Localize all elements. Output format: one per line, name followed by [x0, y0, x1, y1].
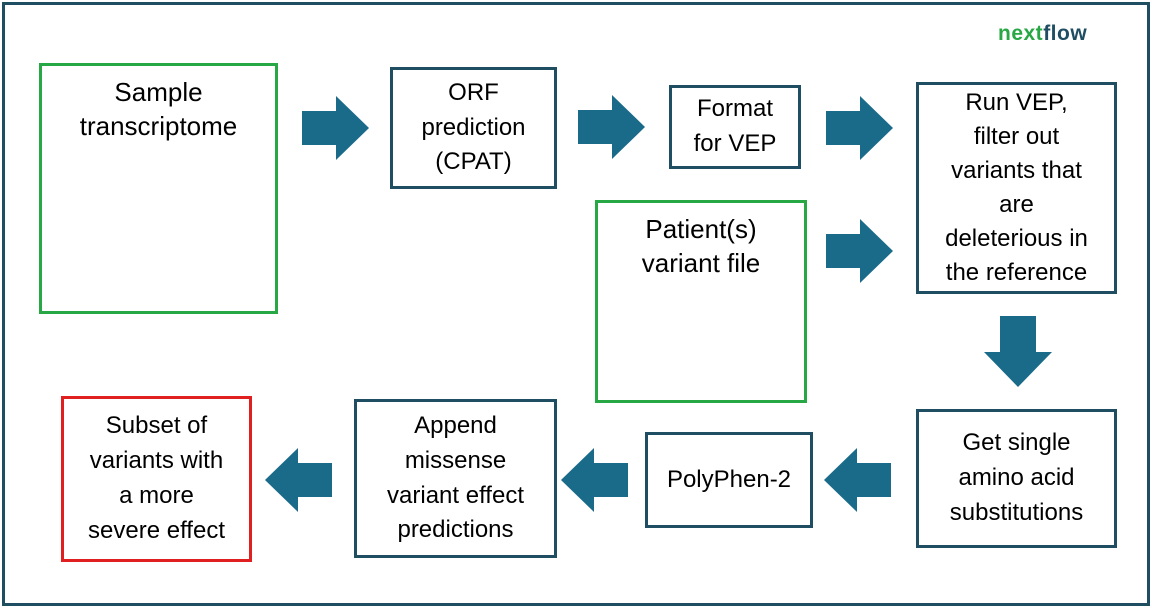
box-line: substitutions [949, 498, 1084, 526]
box-line: severe effect [88, 516, 225, 544]
box-line: variant effect [387, 481, 524, 509]
box-line: the reference [945, 259, 1088, 287]
box-line: variants with [89, 447, 224, 475]
orf-prediction-box: ORF prediction (CPAT) [390, 67, 557, 189]
box-line: variants that [951, 156, 1082, 184]
box-line: prediction [421, 113, 526, 141]
box-line: for VEP [693, 130, 777, 157]
box-line: (CPAT) [435, 148, 512, 176]
run-vep-box: Run VEP, filter out variants that are de… [916, 82, 1117, 294]
box-line: filter out [973, 122, 1060, 150]
logo-part-flow: flow [1043, 22, 1088, 45]
logo-part-next: next [998, 22, 1044, 45]
box-line: are [999, 191, 1034, 218]
box-line: a more [119, 482, 194, 509]
sample-transcriptome-box: Sample transcriptome [39, 63, 278, 314]
box-line: Patient(s) [645, 214, 757, 244]
arrow-left-icon [561, 448, 628, 512]
arrow-down-icon [984, 316, 1052, 387]
box-line: deleterious in [945, 225, 1088, 253]
box-line: Format [696, 95, 773, 123]
box-line: Subset of [105, 412, 208, 440]
box-line: PolyPhen-2 [666, 465, 792, 493]
box-line: variant file [641, 247, 761, 278]
box-line: predictions [397, 516, 514, 544]
box-line: transcriptome [79, 110, 238, 141]
box-line: ORF [448, 78, 499, 106]
box-line: Append [414, 411, 497, 439]
format-for-vep-box: Format for VEP [669, 85, 801, 169]
get-substitutions-box: Get single amino acid substitutions [916, 409, 1117, 548]
arrow-left-icon [265, 448, 332, 512]
arrow-left-icon [824, 448, 891, 512]
arrow-right-icon [826, 96, 893, 160]
box-line: missense [404, 446, 507, 474]
box-line: Get single [962, 429, 1071, 457]
box-line: amino acid [958, 464, 1075, 492]
arrow-right-icon [302, 96, 369, 160]
box-line: Sample [114, 77, 203, 107]
arrow-right-icon [578, 95, 645, 159]
subset-variants-box: Subset of variants with a more severe ef… [61, 396, 252, 562]
arrow-right-icon [826, 219, 893, 283]
box-line: Run VEP, [965, 88, 1068, 116]
patient-variant-file-box: Patient(s) variant file [595, 200, 807, 403]
polyphen-box: PolyPhen-2 [645, 432, 813, 528]
append-predictions-box: Append missense variant effect predictio… [354, 399, 557, 558]
nextflow-logo: nextflow [998, 22, 1087, 46]
